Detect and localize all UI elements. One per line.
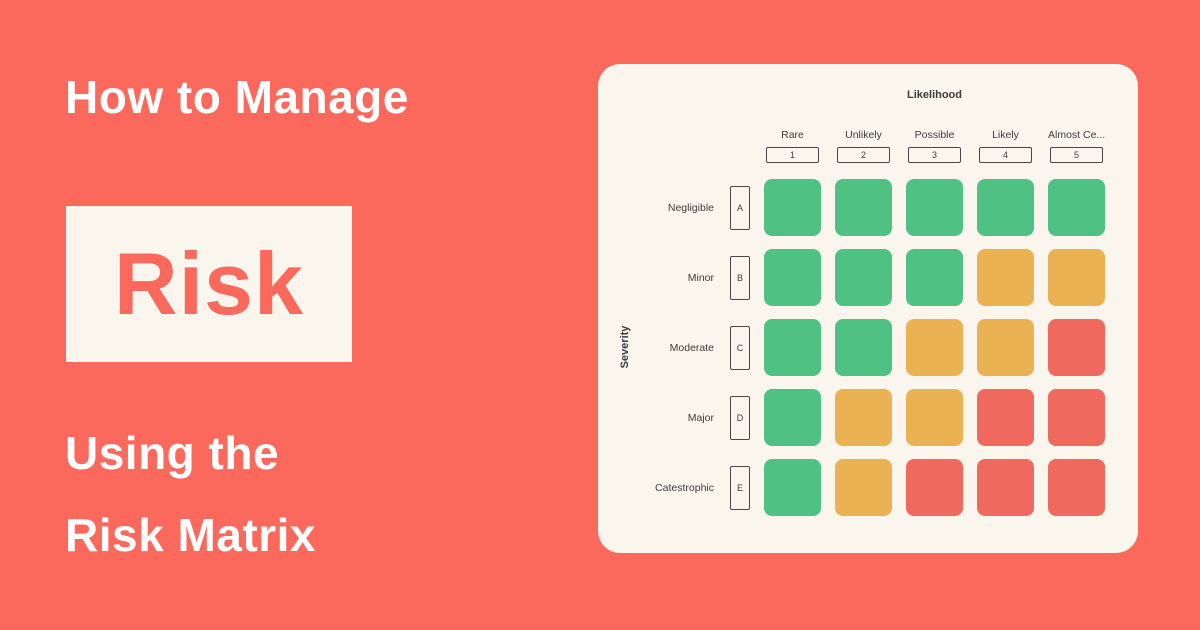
risk-cell-a4	[977, 179, 1034, 236]
row-letter-box-c: C	[730, 325, 750, 370]
severity-axis-label: Severity	[619, 325, 631, 369]
risk-matrix-card: Severity Likelihood Rare Unlikely Possib…	[598, 64, 1138, 553]
hero-title-line3: Risk Matrix	[65, 509, 316, 561]
hero-title-line2: Using the	[65, 427, 280, 479]
risk-cell-d2	[835, 389, 892, 446]
row-label-catestrophic: Catestrophic	[655, 481, 714, 494]
matrix-row-negligible: Negligible A	[606, 179, 1138, 236]
column-headers-row: Rare Unlikely Possible Likely Almost Ce.…	[606, 128, 1138, 142]
risk-cell-a2	[835, 179, 892, 236]
row-label-minor: Minor	[687, 271, 714, 284]
risk-cell-b3	[906, 249, 963, 306]
risk-cell-b2	[835, 249, 892, 306]
row-letter-box-d: D	[730, 395, 750, 440]
row-label-major: Major	[687, 411, 714, 424]
column-header-rare: Rare	[781, 129, 804, 141]
risk-cell-d3	[906, 389, 963, 446]
risk-cell-c1	[764, 319, 821, 376]
matrix-row-moderate: Moderate C	[606, 319, 1138, 376]
risk-cell-a3	[906, 179, 963, 236]
row-label-moderate: Moderate	[669, 341, 714, 354]
matrix-row-minor: Minor B	[606, 249, 1138, 306]
risk-cell-e5	[1048, 459, 1105, 516]
row-label-negligible: Negligible	[667, 201, 714, 214]
column-number-box-2: 2	[837, 146, 890, 163]
column-number-box-4: 4	[979, 146, 1032, 163]
risk-cell-e4	[977, 459, 1034, 516]
risk-cell-d4	[977, 389, 1034, 446]
risk-cell-b1	[764, 249, 821, 306]
row-letter-box-a: A	[730, 185, 750, 230]
risk-cell-b5	[1048, 249, 1105, 306]
matrix-row-catestrophic: Catestrophic E	[606, 459, 1138, 516]
likelihood-axis-row: Likelihood	[606, 88, 1138, 102]
risk-cell-c2	[835, 319, 892, 376]
risk-cell-d1	[764, 389, 821, 446]
row-letter-box-b: B	[730, 255, 750, 300]
risk-cell-a1	[764, 179, 821, 236]
column-header-almost-certain: Almost Ce...	[1048, 129, 1105, 141]
risk-cell-e3	[906, 459, 963, 516]
column-number-box-3: 3	[908, 146, 961, 163]
matrix-row-major: Major D	[606, 389, 1138, 446]
risk-cell-b4	[977, 249, 1034, 306]
row-letter-box-e: E	[730, 465, 750, 510]
risk-highlight-box: Risk	[66, 206, 352, 362]
column-number-box-5: 5	[1050, 146, 1103, 163]
risk-highlight-text: Risk	[114, 234, 304, 333]
column-header-unlikely: Unlikely	[845, 129, 882, 141]
risk-cell-d5	[1048, 389, 1105, 446]
column-number-box-1: 1	[766, 146, 819, 163]
column-header-likely: Likely	[992, 129, 1019, 141]
risk-cell-e2	[835, 459, 892, 516]
column-numbers-row: 1 2 3 4 5	[606, 146, 1138, 163]
risk-cell-a5	[1048, 179, 1105, 236]
hero-title-line1: How to Manage	[65, 71, 409, 123]
likelihood-axis-label: Likelihood	[907, 89, 962, 101]
risk-cell-c4	[977, 319, 1034, 376]
risk-matrix: Likelihood Rare Unlikely Possible Likely…	[606, 88, 1138, 516]
risk-cell-c3	[906, 319, 963, 376]
column-header-possible: Possible	[914, 129, 955, 141]
risk-cell-e1	[764, 459, 821, 516]
risk-cell-c5	[1048, 319, 1105, 376]
